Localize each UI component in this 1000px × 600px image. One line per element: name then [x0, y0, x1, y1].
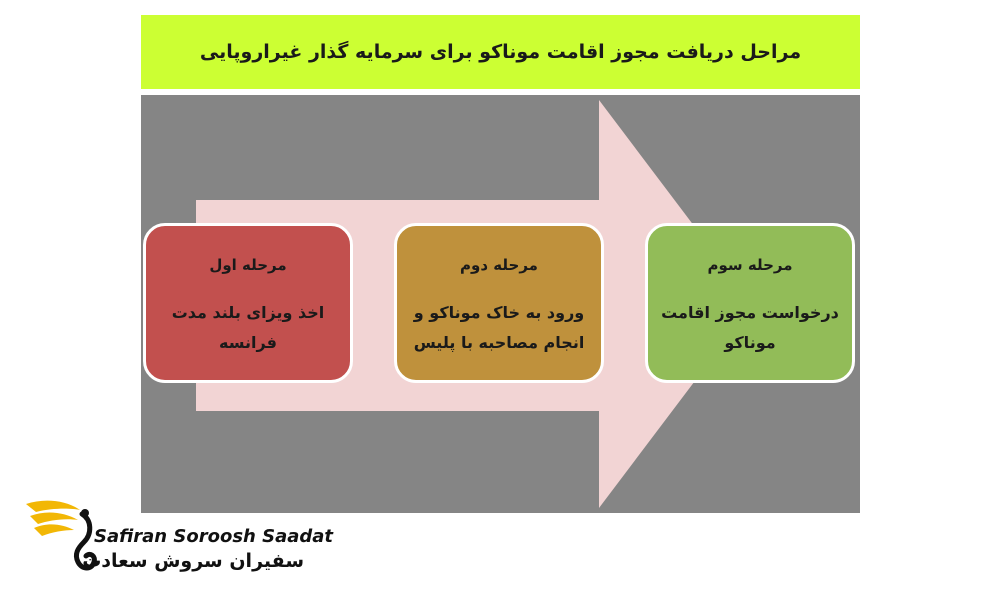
step-box-1: مرحله اول اخذ ویزای بلند مدت فرانسه — [143, 223, 353, 383]
bird-wing-icon — [26, 500, 97, 571]
step-1-description: اخذ ویزای بلند مدت فرانسه — [156, 298, 340, 358]
step-2-description: ورود به خاک موناکو و انجام مصاحبه با پلی… — [407, 298, 591, 358]
diagram-title-bar: مراحل دریافت مجوز اقامت موناکو برای سرما… — [141, 15, 860, 89]
step-box-3: مرحله سوم درخواست مجوز اقامت موناکو — [645, 223, 855, 383]
step-3-line-1: درخواست مجوز اقامت — [661, 303, 839, 322]
step-1-line-2: فرانسه — [219, 333, 277, 352]
brand-logo: Safiran Soroosh Saadat سفیران سروش سعادت — [22, 496, 333, 580]
step-2-heading: مرحله دوم — [460, 256, 538, 274]
brand-name-persian: سفیران سروش سعادت — [82, 550, 304, 572]
step-3-line-2: موناکو — [724, 333, 776, 352]
step-3-heading: مرحله سوم — [707, 256, 793, 274]
step-2-line-2: انجام مصاحبه با پلیس — [413, 333, 585, 352]
step-1-heading: مرحله اول — [209, 256, 287, 274]
step-1-line-1: اخذ ویزای بلند مدت — [171, 303, 325, 322]
step-3-description: درخواست مجوز اقامت موناکو — [658, 298, 842, 358]
brand-name-english: Safiran Soroosh Saadat — [94, 526, 334, 547]
step-2-line-1: ورود به خاک موناکو و — [413, 303, 585, 322]
diagram-title: مراحل دریافت مجوز اقامت موناکو برای سرما… — [199, 41, 802, 63]
step-box-2: مرحله دوم ورود به خاک موناکو و انجام مصا… — [394, 223, 604, 383]
process-panel: مرحله اول اخذ ویزای بلند مدت فرانسه مرحل… — [141, 95, 860, 513]
